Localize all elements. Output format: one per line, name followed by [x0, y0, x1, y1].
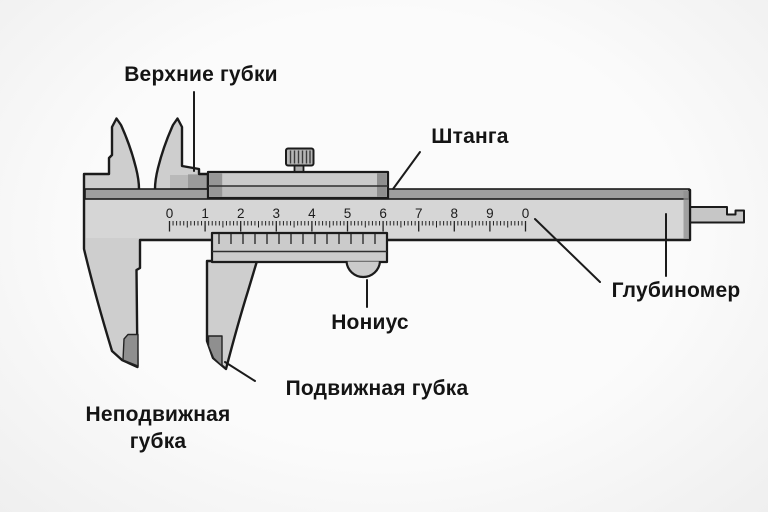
slider-top-lowerband [209, 186, 387, 197]
label-upper-jaws: Верхние губки [124, 63, 278, 86]
screw-knurling [289, 150, 311, 164]
leader-movable-jaw [224, 361, 256, 382]
leader-beam [392, 151, 421, 190]
head-slider-shadow [170, 175, 208, 189]
vernier-plate [210, 231, 389, 264]
label-movable-jaw: Подвижная губка [285, 377, 469, 400]
slider-frame [206, 147, 390, 200]
label-beam: Штанга [431, 125, 509, 148]
leader-depth-gauge-diagonal [534, 218, 601, 283]
vernier-scale [218, 234, 376, 244]
depth-rod [687, 206, 745, 224]
fixed-jaw-insert [122, 333, 139, 367]
caliper-fixed-body [82, 117, 692, 369]
scale-number: 6 [379, 206, 387, 221]
label-vernier: Нониус [331, 311, 409, 334]
scale-number: 0 [166, 206, 174, 221]
main-scale: 0 1 2 3 4 5 6 7 8 9 0 [166, 206, 530, 232]
scale-number: 1 [201, 206, 209, 221]
beam-face [86, 199, 688, 238]
leader-lines [193, 91, 667, 382]
scale-number: 8 [451, 206, 459, 221]
scale-number: 0 [522, 206, 530, 221]
scale-number: 2 [237, 206, 245, 221]
vernier-slider [210, 231, 389, 279]
head-slider-shadow2 [188, 174, 208, 189]
scale-number: 7 [415, 206, 423, 221]
slider-right-shade [377, 173, 387, 197]
scale-number: 3 [273, 206, 281, 221]
movable-jaw-insert [207, 335, 223, 367]
scale-number: 5 [344, 206, 352, 221]
slider-left-shade [209, 173, 223, 197]
thumb-rest-bump [345, 261, 382, 279]
beam-right-edge [683, 191, 689, 239]
label-fixed-jaw: Неподвижная губка [85, 403, 231, 453]
scale-number: 9 [486, 206, 494, 221]
label-depth-gauge: Глубиномер [611, 279, 741, 302]
scale-number: 4 [308, 206, 316, 221]
